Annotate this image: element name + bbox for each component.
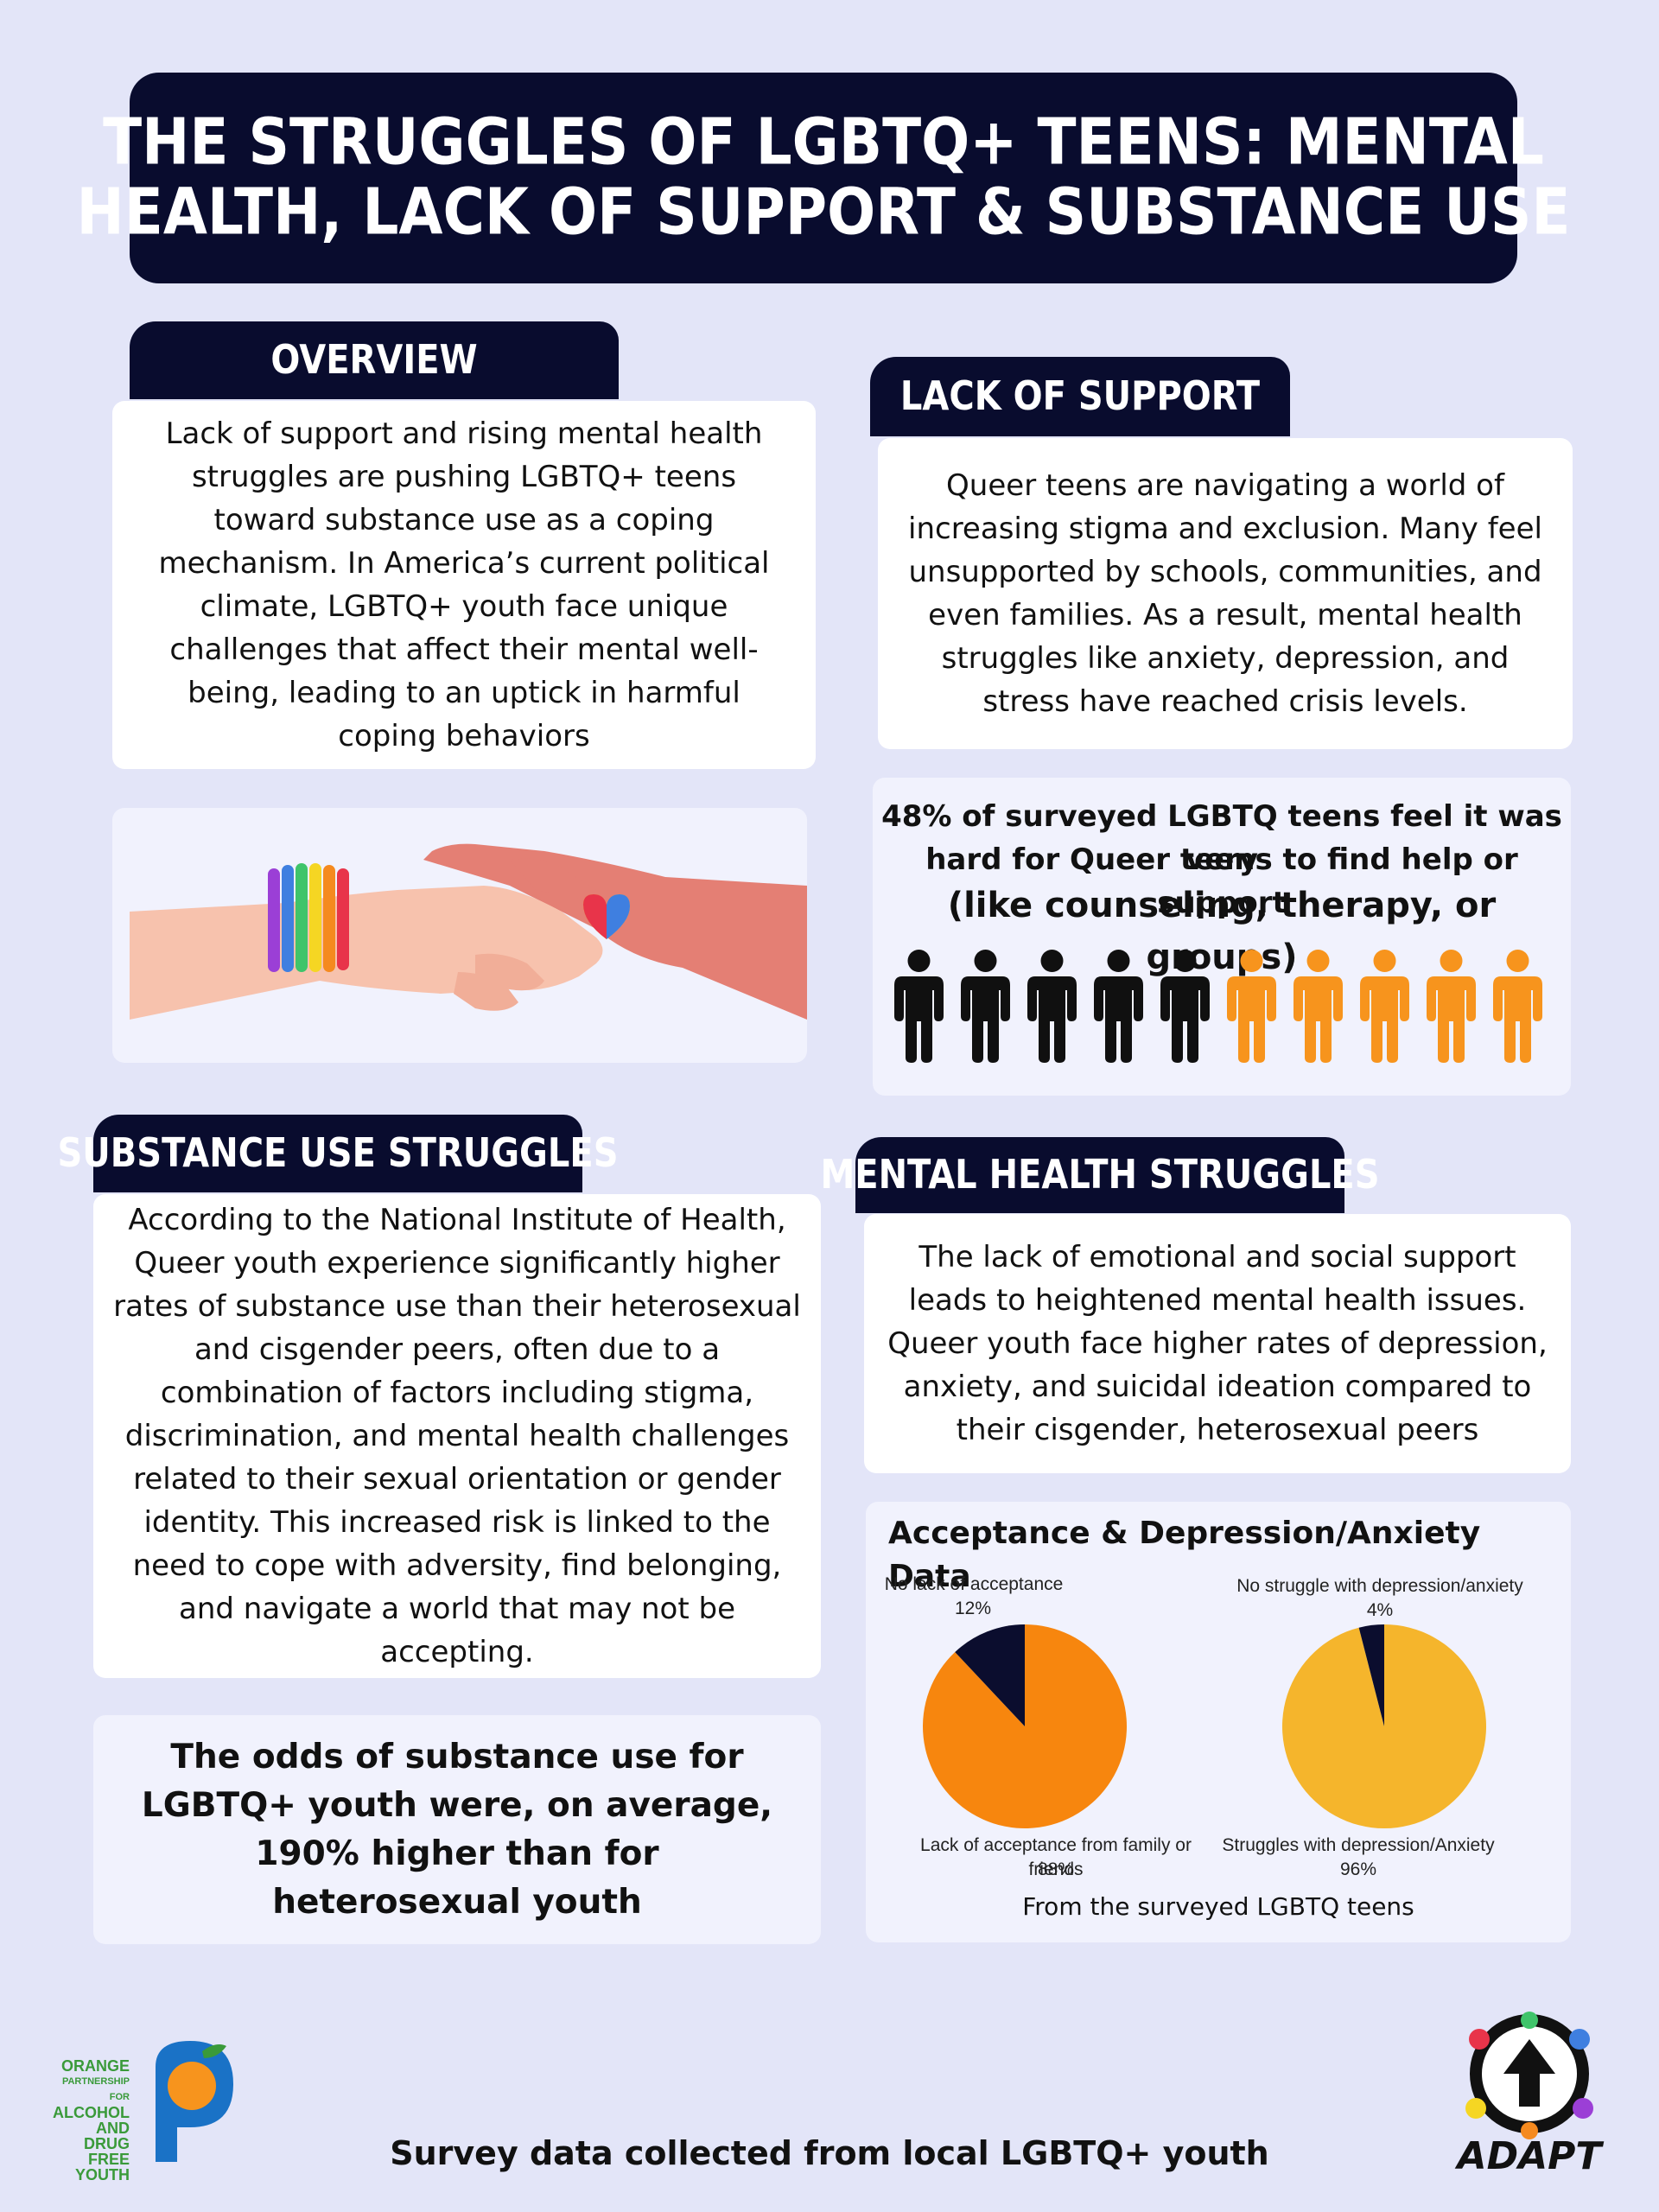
- orange-partnership-logo: ORANGE PARTNERSHIP FOR ALCOHOL AND DRUG …: [43, 2032, 242, 2183]
- adapt-logo-text: ADAPT: [1457, 2134, 1602, 2178]
- pie-chart-acceptance: [923, 1624, 1127, 1828]
- person-icon: [1227, 950, 1276, 1063]
- rainbow-bracelet-icon: [268, 863, 349, 972]
- overview-heading-tab: OVERVIEW: [130, 321, 619, 399]
- footer-text: Survey data collected from local LGBTQ+ …: [390, 2134, 1269, 2172]
- chart-caption: From the surveyed LGBTQ teens: [1022, 1892, 1414, 1921]
- chart-title: Acceptance & Depression/Anxiety Data: [888, 1516, 1481, 1594]
- adapt-logo: ADAPT: [1443, 2005, 1616, 2195]
- title-line-1: THE STRUGGLES OF LGBTQ+ TEENS: MENTAL: [103, 105, 1544, 181]
- logo-text-line-4: AND: [96, 2120, 130, 2137]
- substance-use-card: According to the National Institute of H…: [93, 1194, 821, 1678]
- support-stat-card: 48% of surveyed LGBTQ teens feel it was …: [873, 778, 1571, 1096]
- pie1-slice-minor: [955, 1624, 1025, 1726]
- logo-text: ORANGE PARTNERSHIP FOR ALCOHOL AND DRUG …: [43, 2058, 130, 2183]
- page-title: THE STRUGGLES OF LGBTQ+ TEENS: MENTAL HE…: [77, 73, 1570, 283]
- person-icon: [894, 950, 944, 1063]
- support-stat-line-1: 48% of surveyed LGBTQ teens feel it was …: [881, 799, 1562, 877]
- lack-of-support-heading: LACK OF SUPPORT: [899, 373, 1261, 420]
- people-pictogram: [890, 949, 1547, 1063]
- lack-of-support-heading-tab: LACK OF SUPPORT: [870, 357, 1290, 436]
- handshake-illustration-card: [112, 808, 807, 1063]
- odds-stat-text: The odds of substance use for LGBTQ+ you…: [141, 1737, 773, 1922]
- pie1-minor-label: No lack of acceptance: [884, 1574, 1064, 1594]
- odds-stat-card: The odds of substance use for LGBTQ+ you…: [93, 1715, 821, 1944]
- mental-health-text: The lack of emotional and social support…: [887, 1240, 1548, 1447]
- pie2-minor-label: No struggle with depression/anxiety: [1236, 1576, 1523, 1596]
- pie-chart-panel: Acceptance & Depression/Anxiety Data No …: [866, 1502, 1571, 1942]
- lack-of-support-text: Queer teens are navigating a world of in…: [908, 468, 1542, 719]
- handshake-illustration: [130, 843, 807, 1020]
- pie2-major-label: Struggles with depression/Anxiety: [1222, 1835, 1495, 1855]
- title-line-2: HEALTH, LACK OF SUPPORT & SUBSTANCE USE: [76, 175, 1571, 250]
- pie2-major-pct: 96%: [1339, 1859, 1377, 1879]
- pie1-major-label: Lack of acceptance from family or friend…: [920, 1835, 1192, 1879]
- orange-p-logo-icon: [156, 2041, 233, 2162]
- substance-use-text: According to the National Institute of H…: [113, 1203, 801, 1669]
- person-icon: [1493, 950, 1542, 1063]
- pie2-slice-minor: [1358, 1624, 1384, 1726]
- substance-use-heading-tab: SUBSTANCE USE STRUGGLES: [58, 1115, 619, 1192]
- overview-text: Lack of support and rising mental health…: [158, 416, 770, 753]
- logo-text-line-2: PARTNERSHIP FOR: [61, 2076, 130, 2102]
- person-icon: [1427, 950, 1476, 1063]
- support-stat-line-3: (like counseling, therapy, or groups): [947, 886, 1497, 977]
- logo-text-line-7: YOUTH: [75, 2166, 130, 2183]
- logo-text-line-1: ORANGE: [60, 2057, 130, 2075]
- person-icon: [1160, 950, 1210, 1063]
- pie2-minor-pct: 4%: [1366, 1600, 1394, 1620]
- person-icon: [961, 950, 1010, 1063]
- rainbow-heart-icon: [583, 894, 630, 939]
- substance-use-heading: SUBSTANCE USE STRUGGLES: [57, 1130, 619, 1177]
- logo-text-line-6: FREE: [87, 2151, 130, 2168]
- mental-health-heading: MENTAL HEALTH STRUGGLES: [820, 1152, 1380, 1198]
- pie1-major-pct: 88%: [1037, 1859, 1075, 1879]
- pie1-minor-pct: 12%: [954, 1599, 992, 1618]
- person-icon: [1094, 950, 1143, 1063]
- pie-chart-depression-anxiety: [1282, 1624, 1486, 1828]
- person-icon: [1027, 950, 1077, 1063]
- overview-card: Lack of support and rising mental health…: [112, 401, 816, 769]
- person-icon: [1294, 950, 1343, 1063]
- person-icon: [1360, 950, 1409, 1063]
- mental-health-card: The lack of emotional and social support…: [864, 1214, 1571, 1473]
- mental-health-heading-tab: MENTAL HEALTH STRUGGLES: [820, 1137, 1380, 1213]
- overview-heading: OVERVIEW: [270, 337, 478, 384]
- adapt-arrow-logo-icon: [1465, 2012, 1593, 2139]
- logo-text-line-3: ALCOHOL: [53, 2104, 130, 2121]
- lack-of-support-card: Queer teens are navigating a world of in…: [878, 438, 1573, 749]
- logo-text-line-5: DRUG: [84, 2135, 130, 2152]
- support-stat-line-2: hard for Queer teens to find help or sup…: [925, 842, 1518, 920]
